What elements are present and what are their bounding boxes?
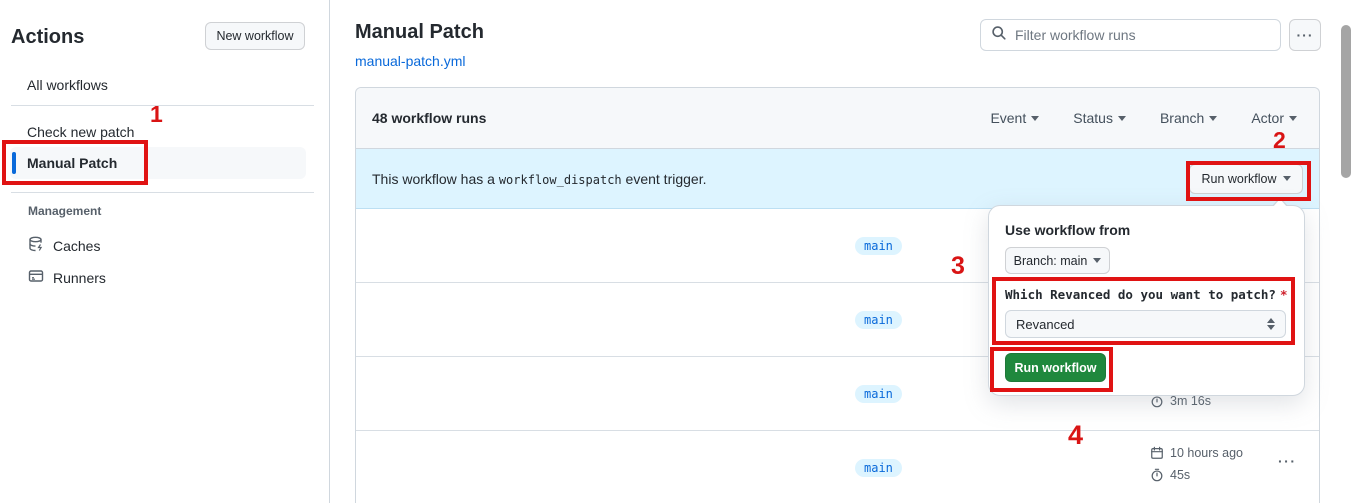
runners-icon [28, 268, 44, 287]
required-marker: * [1279, 287, 1288, 302]
sidebar-item-label: Manual Patch [27, 155, 118, 171]
runs-table-header: 48 workflow runs Event Status Branch Act… [356, 88, 1319, 149]
stopwatch-icon [1151, 468, 1163, 482]
search-input[interactable] [1015, 27, 1270, 43]
selected-accent-bar [12, 152, 16, 174]
triangle-down-icon [1209, 115, 1218, 121]
run-kebab-button[interactable]: ··· [1278, 453, 1297, 469]
sidebar-item-check-new-patch[interactable]: Check new patch [27, 124, 135, 140]
runs-count: 48 workflow runs [372, 110, 487, 126]
sidebar-title: Actions [11, 26, 85, 48]
workflow-dispatch-code: workflow_dispatch [498, 172, 622, 187]
sidebar-item-manual-patch[interactable]: Manual Patch [10, 147, 306, 179]
banner-text: This workflow has a workflow_dispatch ev… [372, 170, 707, 187]
sidebar-item-caches[interactable]: Caches [28, 236, 100, 255]
cache-icon [28, 236, 44, 255]
stopwatch-icon [1151, 394, 1163, 408]
branch-badge[interactable]: main [855, 459, 902, 477]
search-icon [991, 25, 1007, 46]
filter-status[interactable]: Status [1073, 110, 1126, 126]
filter-branch[interactable]: Branch [1160, 110, 1218, 126]
workflow-file-link[interactable]: manual-patch.yml [355, 53, 466, 69]
run-workflow-submit-button[interactable]: Run workflow [1005, 353, 1106, 382]
run-workflow-dropdown-button[interactable]: Run workflow [1189, 163, 1303, 194]
annotation-number-3: 3 [951, 252, 965, 280]
run-workflow-popup: Use workflow from Branch: main Which Rev… [988, 197, 1305, 396]
branch-selector-button[interactable]: Branch: main [1005, 247, 1110, 274]
vertical-scrollbar-thumb[interactable] [1341, 25, 1351, 178]
run-timestamp: 10 hours ago [1150, 446, 1243, 460]
management-header: Management [28, 204, 102, 218]
triangle-down-icon [1093, 258, 1102, 263]
triangle-down-icon [1117, 115, 1126, 121]
annotation-number-1: 1 [150, 101, 163, 127]
page-title: Manual Patch [355, 21, 484, 43]
triangle-down-icon [1031, 115, 1040, 121]
annotation-number-2: 2 [1273, 127, 1286, 153]
sidebar-item-label: Caches [53, 237, 101, 254]
sidebar-divider [11, 192, 314, 193]
select-updown-icon [1267, 318, 1275, 330]
new-workflow-button[interactable]: New workflow [205, 22, 305, 50]
use-workflow-from-label: Use workflow from [1005, 222, 1131, 238]
sidebar: Actions New workflow All workflows Check… [0, 0, 330, 503]
run-duration: 3m 16s [1150, 394, 1211, 408]
sidebar-item-runners[interactable]: Runners [28, 268, 106, 287]
run-filters: Event Status Branch Actor [990, 110, 1297, 126]
page-kebab-button[interactable]: ··· [1289, 19, 1321, 51]
sidebar-item-label: Runners [53, 269, 106, 286]
filter-runs-search[interactable] [980, 19, 1281, 51]
branch-badge[interactable]: main [855, 385, 902, 403]
annotation-number-4: 4 [1068, 420, 1084, 450]
revanced-select[interactable]: Revanced [1005, 310, 1286, 338]
sidebar-item-all-workflows[interactable]: All workflows [27, 77, 108, 93]
workflow-dispatch-banner: This workflow has a workflow_dispatch ev… [356, 149, 1319, 209]
branch-badge[interactable]: main [855, 311, 902, 329]
triangle-down-icon [1289, 115, 1297, 121]
workflow-run-row[interactable]: main 10 hours ago 45s ··· [356, 431, 1319, 503]
workflow-input-label: Which Revanced do you want to patch?* [1005, 287, 1288, 302]
triangle-down-icon [1282, 176, 1291, 181]
sidebar-divider [11, 105, 314, 106]
popup-caret [1273, 199, 1287, 207]
filter-actor[interactable]: Actor [1251, 110, 1297, 126]
calendar-icon [1151, 446, 1163, 459]
run-duration: 45s [1150, 468, 1190, 482]
filter-event[interactable]: Event [990, 110, 1040, 126]
branch-badge[interactable]: main [855, 237, 902, 255]
